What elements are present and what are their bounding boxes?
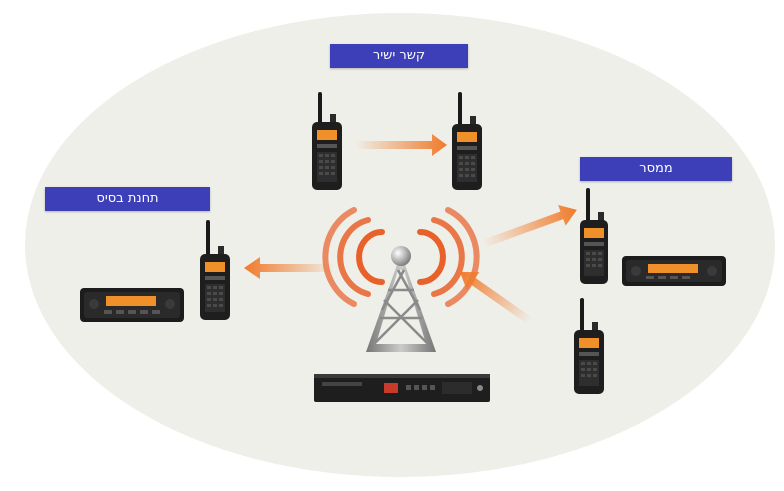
handheld-radio-icon xyxy=(312,92,342,190)
label-direct-link: קשר ישיר xyxy=(330,44,468,68)
arrow-icon xyxy=(481,204,577,248)
radio-tower-icon xyxy=(366,246,436,352)
mobile-radio-icon xyxy=(80,288,184,322)
handheld-radio-icon xyxy=(580,188,608,284)
repeater-unit-icon xyxy=(314,374,490,402)
radio-waves-icon xyxy=(322,207,480,307)
handheld-radio-icon xyxy=(452,92,482,190)
arrow-icon xyxy=(355,134,447,156)
arrow-icon xyxy=(244,257,335,279)
arrow-icon xyxy=(460,272,533,325)
mobile-radio-icon xyxy=(622,256,726,286)
handheld-radio-icon xyxy=(574,298,604,394)
label-repeater: ממסר xyxy=(580,157,732,181)
background-ellipse xyxy=(25,13,775,477)
handheld-radio-icon xyxy=(200,220,230,320)
label-base-station: תחנת בסיס xyxy=(45,187,210,211)
